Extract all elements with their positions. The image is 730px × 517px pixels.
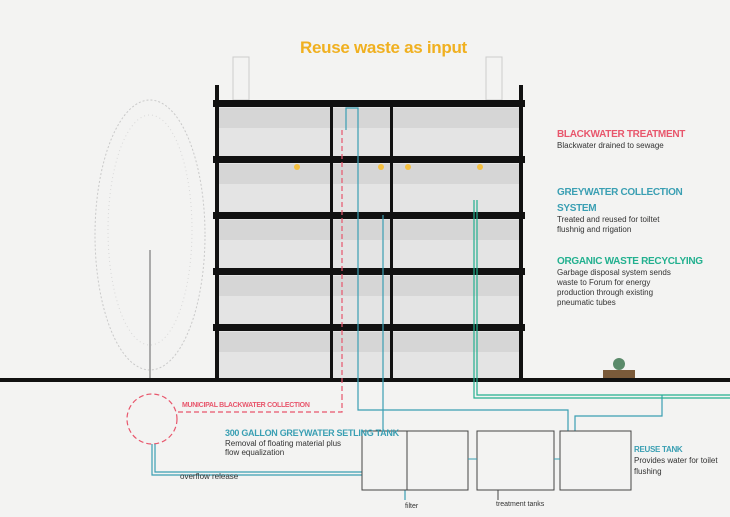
legend-greywater-heading: GREYWATER COLLECTION (557, 187, 683, 198)
legend-greywater-heading: SYSTEM (557, 203, 597, 214)
legend-organic-desc: production through existing (557, 288, 654, 297)
greywater-pipe (151, 107, 663, 500)
legend-blackwater-desc: Blackwater drained to sewage (557, 141, 664, 150)
legend-organic-desc: Garbage disposal system sends (557, 268, 671, 277)
treatment-tank (476, 430, 555, 491)
settling-tank (361, 430, 469, 491)
overflow-label: overflow release (180, 472, 239, 481)
legend-greywater-desc: flushnig and rrigation (557, 225, 632, 234)
reuse-tank-desc: flushing (634, 467, 662, 476)
settling-tank-heading: 300 GALLON GREYWATER SETLING TANK (225, 428, 399, 438)
planter-icon (603, 370, 635, 378)
ground-line (0, 378, 730, 382)
reuse-tank-desc: Provides water for toilet (634, 456, 718, 465)
legend-organic-heading: ORGANIC WASTE RECYCLYING (557, 256, 703, 267)
filter-label: filter (405, 503, 419, 510)
roof-stack (485, 56, 503, 101)
legend-organic-desc: waste to Forum for energy (557, 278, 651, 287)
treatment-tanks-label: treatment tanks (496, 501, 545, 508)
reuse-tank-heading: REUSE TANK (634, 445, 683, 454)
settling-tank-desc: flow equalization (225, 448, 285, 457)
tree-illustration (94, 99, 206, 380)
reuse-tank (559, 430, 632, 491)
lamp-icons (294, 164, 483, 170)
roof-stack (232, 56, 250, 101)
organic-waste-pipe (473, 200, 730, 399)
tanks (361, 430, 632, 500)
building-section (213, 85, 525, 380)
legend-greywater-desc: Treated and reused for toiltet (557, 215, 660, 224)
settling-tank-desc: Removal of floating material plus (225, 439, 342, 448)
municipal-label: MUNICIPAL BLACKWATER COLLECTION (182, 402, 310, 409)
blackwater-pipe (126, 130, 343, 445)
diagram-title: Reuse waste as input (300, 38, 467, 57)
legend-organic-desc: pneumatic tubes (557, 298, 616, 307)
legend-blackwater-heading: BLACKWATER TREATMENT (557, 129, 686, 140)
